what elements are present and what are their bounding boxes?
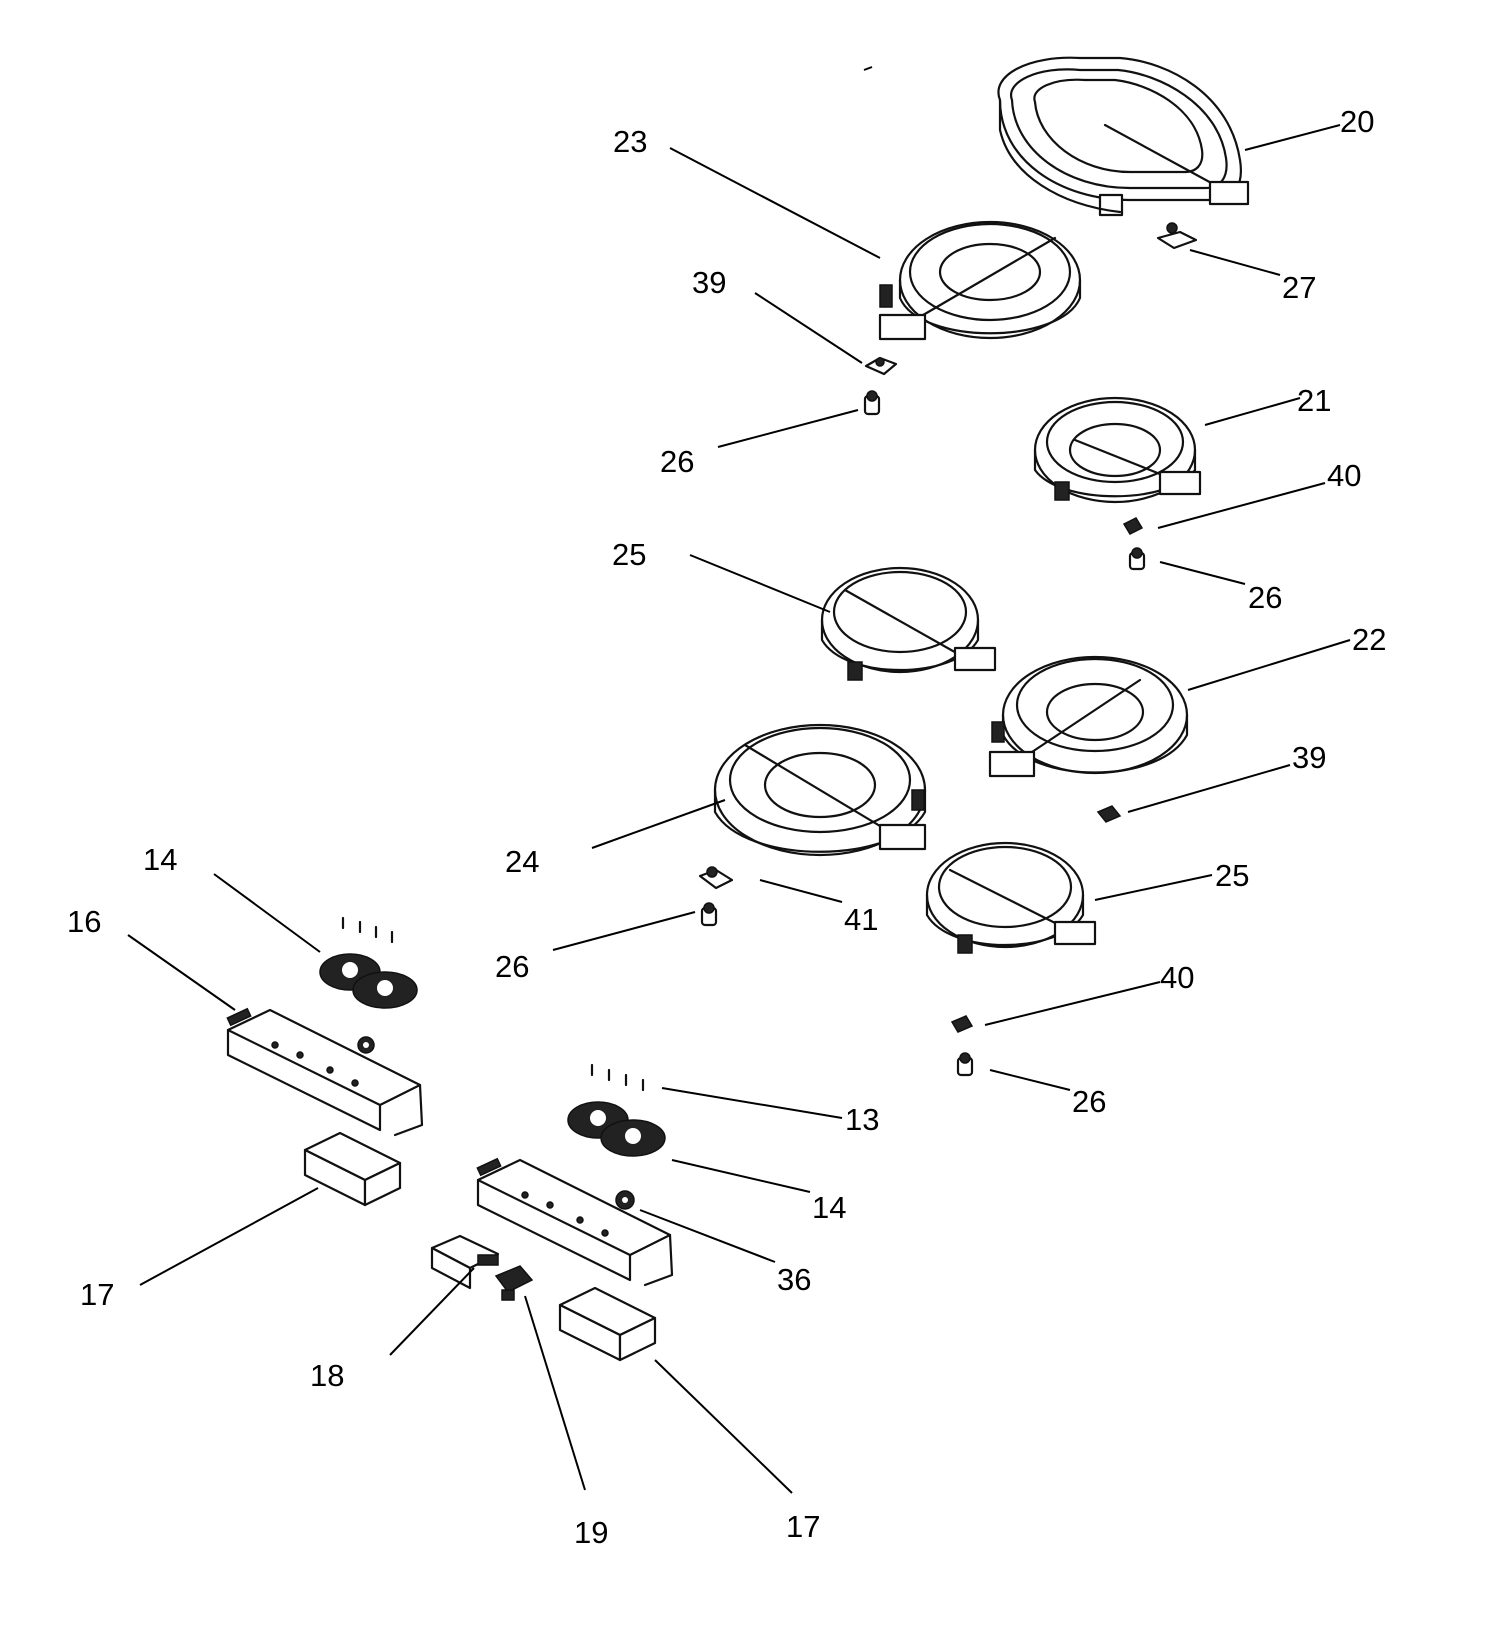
callout-13: 13: [845, 1102, 879, 1137]
switch-block-17-upper: [303, 1131, 402, 1207]
callout-36: 36: [777, 1262, 811, 1297]
callout-39: 39: [692, 265, 726, 300]
callout-26: 26: [495, 949, 529, 984]
callout-25: 25: [612, 537, 646, 572]
callout-26: 26: [1072, 1084, 1106, 1119]
terminal-26-middle: [700, 902, 718, 927]
radiant-element-24: [713, 723, 927, 857]
callout-25: 25: [1215, 858, 1249, 893]
callout-26: 26: [660, 444, 694, 479]
indicator-light-18: [430, 1234, 500, 1290]
callout-22: 22: [1352, 622, 1386, 657]
callout-39: 39: [1292, 740, 1326, 775]
callout-23: 23: [613, 124, 647, 159]
callout-20: 20: [1340, 104, 1374, 139]
limiter-27: [1156, 222, 1198, 250]
radiant-element-25-lower: [925, 841, 1097, 954]
callout-14: 14: [812, 1190, 846, 1225]
callout-labels: 20 23 27 39 26 21 40 26 25 22 39 24 41 2…: [67, 104, 1386, 1550]
callout-17: 17: [80, 1277, 114, 1312]
callout-16: 16: [67, 904, 101, 939]
grommet-upper: [357, 1036, 375, 1054]
callout-40: 40: [1160, 960, 1194, 995]
screws-13: [590, 1063, 645, 1092]
radiant-element-22: [988, 655, 1189, 778]
leader-lines: [127, 124, 1351, 1494]
switch-block-17-lower: [558, 1286, 657, 1362]
screws-upper: [341, 916, 394, 944]
callout-41: 41: [844, 902, 878, 937]
limiter-41: [698, 866, 734, 890]
callout-26: 26: [1248, 580, 1282, 615]
terminal-26-upper: [863, 390, 881, 416]
callout-27: 27: [1282, 270, 1316, 305]
connector-19: [494, 1265, 534, 1301]
callout-21: 21: [1297, 383, 1331, 418]
control-bracket-lower: [476, 1157, 674, 1287]
stray-mark: [863, 66, 873, 71]
radiant-element-23: [878, 220, 1082, 341]
callout-40: 40: [1327, 458, 1361, 493]
oval-heating-element: [997, 56, 1250, 217]
callout-18: 18: [310, 1358, 344, 1393]
callout-14: 14: [143, 842, 177, 877]
limiter-39-lower: [1096, 805, 1122, 823]
grommet-36: [615, 1190, 635, 1210]
limiter-40-lower: [950, 1015, 974, 1033]
knob-housing-14-upper: [319, 953, 418, 1009]
callout-19: 19: [574, 1515, 608, 1550]
callout-17: 17: [786, 1509, 820, 1544]
callout-24: 24: [505, 844, 539, 879]
terminal-26-lower: [956, 1052, 974, 1077]
control-bracket-16: [226, 1007, 424, 1137]
limiter-40-upper: [1122, 517, 1144, 535]
terminal-26-upper-right: [1128, 547, 1146, 571]
knob-housing-14-lower: [567, 1101, 666, 1157]
limiter-39-upper: [864, 356, 898, 376]
radiant-element-21: [1033, 396, 1202, 504]
radiant-element-25-upper: [820, 566, 997, 681]
